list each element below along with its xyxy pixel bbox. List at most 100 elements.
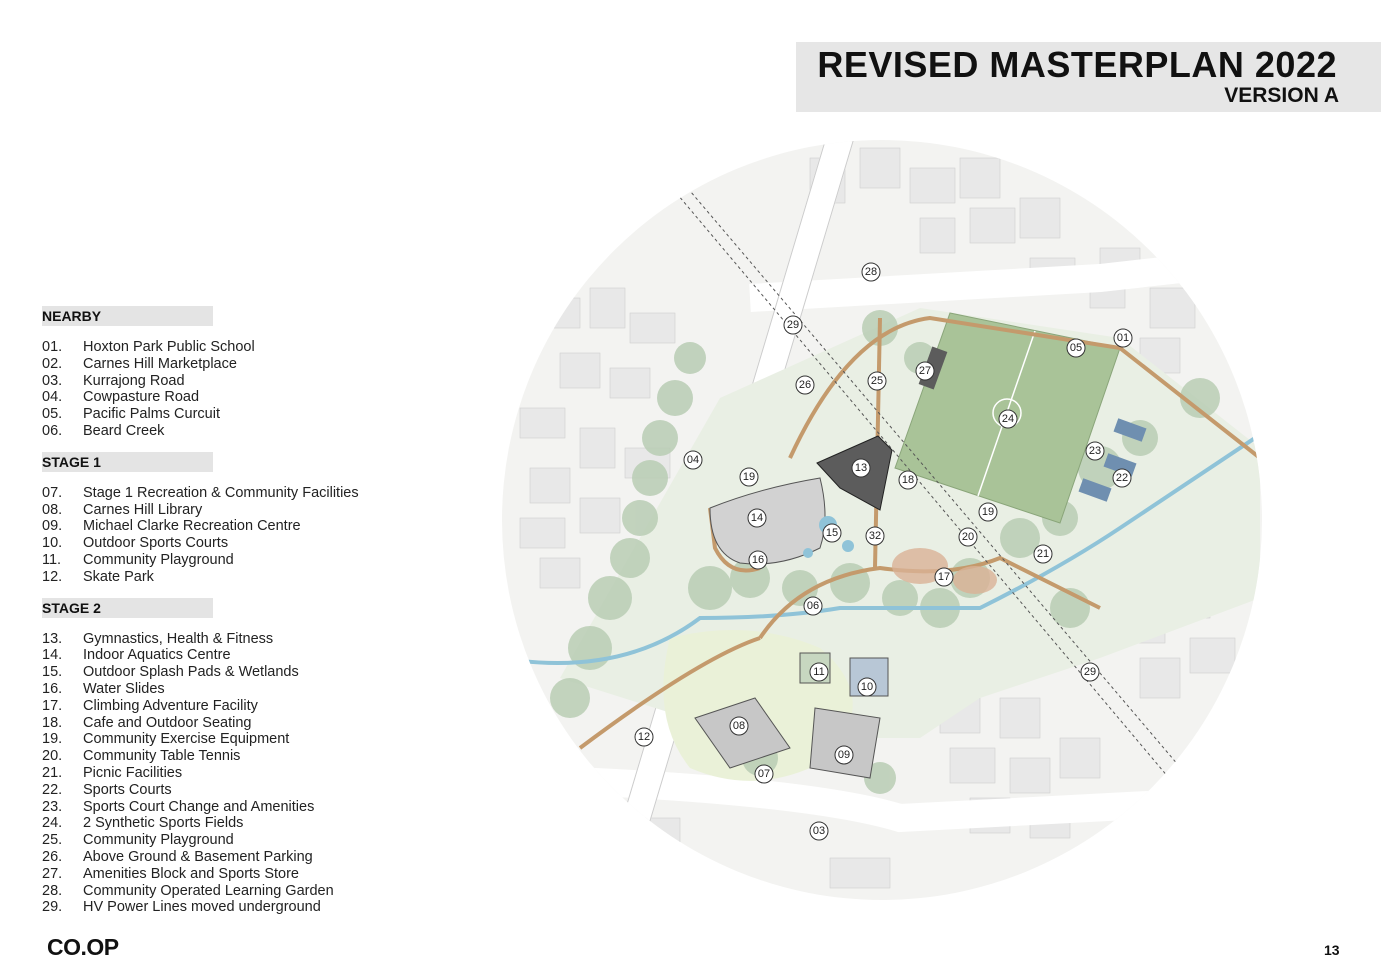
legend-item-label: Amenities Block and Sports Store (83, 865, 299, 882)
legend-item-label: Gymnastics, Health & Fitness (83, 630, 274, 647)
legend-item-number: 03. (42, 372, 63, 389)
page-title: REVISED MASTERPLAN 2022 (817, 44, 1337, 85)
map-marker-label: 28 (865, 266, 877, 278)
legend-item-number: 20. (42, 748, 63, 765)
legend-item-label: Community Exercise Equipment (83, 731, 290, 748)
map-marker-22: 22 (1112, 468, 1132, 488)
map-marker-12: 12 (634, 727, 654, 747)
legend-item-number: 25. (42, 832, 63, 849)
legend-item-number: 22. (42, 781, 63, 798)
legend-item: 07.Stage 1 Recreation & Community Facili… (42, 485, 402, 502)
map-marker-label: 21 (1037, 548, 1049, 560)
legend-item-number: 23. (42, 798, 63, 815)
map-marker-13: 13 (851, 458, 871, 478)
legend-item-label: Indoor Aquatics Centre (83, 647, 231, 664)
legend-item: 15.Outdoor Splash Pads & Wetlands (42, 664, 402, 681)
legend-item-label: Cowpasture Road (83, 389, 200, 406)
map-marker-label: 16 (752, 554, 764, 566)
legend-item-label: Outdoor Sports Courts (83, 535, 229, 552)
legend-item-number: 12. (42, 568, 63, 585)
map-marker-10: 10 (857, 677, 877, 697)
legend-item-number: 24. (42, 815, 63, 832)
page-subtitle: VERSION A (1224, 84, 1339, 107)
legend-item-number: 18. (42, 714, 63, 731)
legend-item: 29.HV Power Lines moved underground (42, 899, 402, 916)
map-marker-label: 18 (902, 474, 914, 486)
brand-logo: CO.OP (47, 934, 119, 960)
legend-item: 28.Community Operated Learning Garden (42, 883, 402, 900)
legend-item-label: Beard Creek (83, 422, 165, 439)
map-marker-08: 08 (729, 716, 749, 736)
map-marker-28: 28 (861, 262, 881, 282)
map-marker-21: 21 (1033, 544, 1053, 564)
legend-item-number: 08. (42, 501, 63, 518)
legend-section-heading: STAGE 2 (42, 597, 213, 618)
masterplan-map: 0103040506070809101112131415161718192021… (502, 140, 1262, 900)
map-marker-label: 17 (938, 571, 950, 583)
park-paths (578, 315, 1262, 750)
legend-item: 04.Cowpasture Road (42, 389, 402, 406)
legend-item: 25.Community Playground (42, 832, 402, 849)
legend-item-label: Outdoor Splash Pads & Wetlands (83, 664, 299, 681)
map-marker-label: 12 (638, 731, 650, 743)
map-marker-label: 08 (733, 720, 745, 732)
legend-item-number: 06. (42, 422, 63, 439)
map-marker-27: 27 (915, 361, 935, 381)
legend-item-number: 02. (42, 355, 63, 372)
legend-item: 23.Sports Court Change and Amenities (42, 799, 402, 816)
map-marker-05: 05 (1066, 338, 1086, 358)
legend-item: 16. Water Slides (42, 681, 402, 698)
legend-item-label: Water Slides (83, 680, 165, 697)
legend-item: 26.Above Ground & Basement Parking (42, 849, 402, 866)
legend-item: 08. Carnes Hill Library (42, 502, 402, 519)
legend-item-number: 27. (42, 865, 63, 882)
map-marker-label: 19 (982, 506, 994, 518)
legend-item: 03.Kurrajong Road (42, 373, 402, 390)
legend-item-number: 19. (42, 731, 63, 748)
map-markers: 0103040506070809101112131415161718192021… (634, 262, 1133, 841)
title-banner: REVISED MASTERPLAN 2022 VERSION A (796, 42, 1381, 112)
legend-item: 19. Community Exercise Equipment (42, 731, 402, 748)
legend-item-label: Carnes Hill Library (83, 501, 203, 518)
beard-creek (502, 426, 1262, 665)
map-marker-16: 16 (748, 550, 768, 570)
legend-item-number: 21. (42, 764, 63, 781)
legend-item-label: Carnes Hill Marketplace (83, 355, 237, 372)
map-marker-23: 23 (1085, 441, 1105, 461)
map-marker-label: 03 (813, 825, 825, 837)
legend-item-label: Hoxton Park Public School (83, 339, 255, 355)
map-marker-17: 17 (934, 567, 954, 587)
map-marker-24: 24 (998, 409, 1018, 429)
map-marker-19: 19 (978, 502, 998, 522)
map-marker-label: 32 (869, 530, 881, 542)
map-marker-19: 19 (739, 467, 759, 487)
legend-item: 17.Climbing Adventure Facility (42, 698, 402, 715)
legend-item-number: 07. (42, 484, 63, 501)
legend-item: 20.Community Table Tennis (42, 748, 402, 765)
map-marker-32: 32 (865, 526, 885, 546)
map-marker-label: 24 (1002, 413, 1014, 425)
legend-item-number: 17. (42, 697, 63, 714)
legend-item-label: HV Power Lines moved underground (83, 899, 321, 916)
legend-item: 02. Carnes Hill Marketplace (42, 356, 402, 373)
legend-item-number: 09. (42, 518, 63, 535)
legend-item-number: 16. (42, 680, 63, 697)
legend-item: 13.Gymnastics, Health & Fitness (42, 631, 402, 648)
legend-item-label: Community Operated Learning Garden (83, 882, 334, 899)
legend-item-label: Above Ground & Basement Parking (83, 848, 313, 865)
legend-item-label: Cafe and Outdoor Seating (83, 714, 252, 731)
map-marker-14: 14 (747, 508, 767, 528)
map-marker-07: 07 (754, 764, 774, 784)
legend-item: 27. Amenities Block and Sports Store (42, 866, 402, 883)
map-marker-20: 20 (958, 527, 978, 547)
map-marker-label: 29 (787, 319, 799, 331)
hv-power-lines (629, 140, 1262, 899)
map-marker-label: 29 (1084, 666, 1096, 678)
legend-item-number: 01. (42, 339, 63, 355)
legend-item: 14.Indoor Aquatics Centre (42, 647, 402, 664)
legend-item-number: 10. (42, 535, 63, 552)
legend-section-heading: STAGE 1 (42, 451, 213, 472)
legend-item: 18. Cafe and Outdoor Seating (42, 715, 402, 732)
